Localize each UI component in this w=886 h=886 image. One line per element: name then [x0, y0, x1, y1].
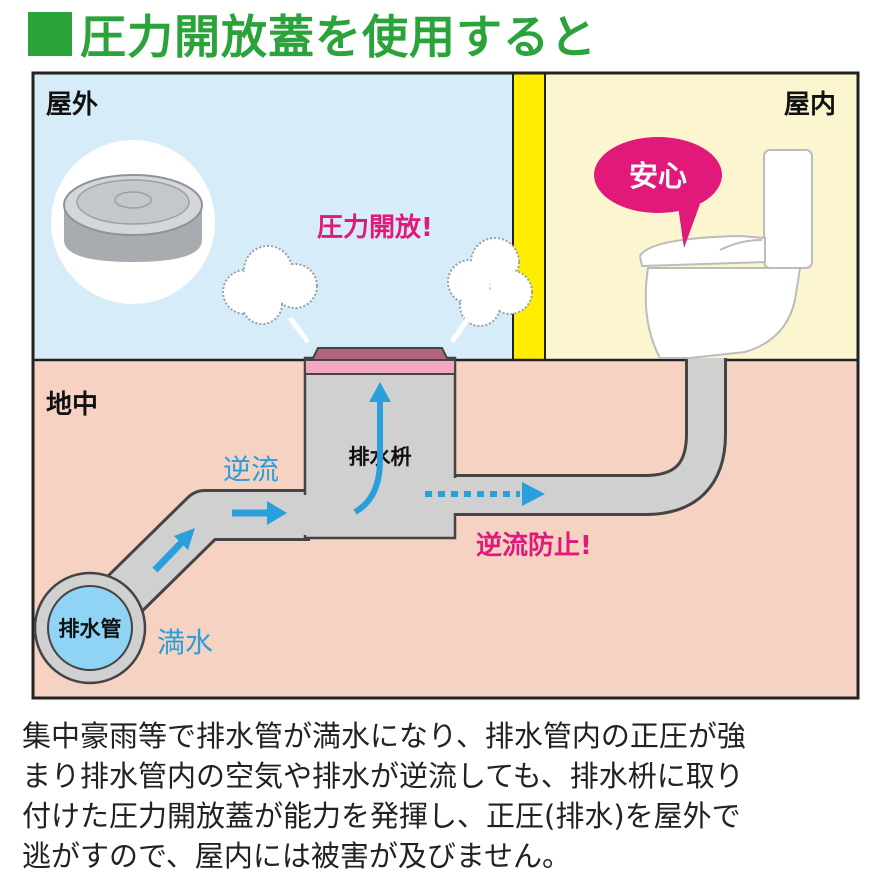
- label-full-water: 満水: [157, 626, 213, 659]
- heading-text: 圧力開放蓋を使用すると: [80, 10, 597, 64]
- label-drain-pipe: 排水管: [59, 617, 122, 641]
- label-backflow: 逆流: [223, 453, 279, 486]
- caption-line: まり排水管内の空気や排水が逆流しても、排水枡に取り: [22, 759, 744, 793]
- arrow-up-icon: [353, 382, 391, 515]
- flow-arrows: [152, 382, 545, 573]
- label-safe: 安心: [629, 159, 687, 193]
- label-underground: 地中: [46, 390, 98, 420]
- diagram-scene: 屋外 屋内 地中 排水枡 排水管: [31, 71, 860, 700]
- diagram-frame: [31, 71, 860, 700]
- pressure-release-lid-photo: [51, 140, 215, 304]
- heading-square-icon: [28, 12, 72, 56]
- caption-line: 逃がすので、屋内には被害が及びません。: [22, 839, 571, 873]
- speech-bubble: 安心: [594, 137, 722, 248]
- arrow-dotted-right-icon: [425, 482, 545, 506]
- label-outdoor: 屋外: [46, 90, 98, 120]
- steam-cloud-right: [447, 237, 533, 344]
- caption-line: 付けた圧力開放蓋が能力を発揮し、正圧(排水)を屋外で: [22, 799, 741, 833]
- caption-line: 集中豪雨等で排水管が満水になり、排水管内の正圧が強: [22, 719, 746, 753]
- page-heading: 圧力開放蓋を使用すると: [28, 4, 597, 64]
- arrow-diagonal-icon: [152, 528, 195, 573]
- drain-pipe-cross-section: 排水管: [33, 571, 147, 685]
- arrow-right-icon: [232, 501, 287, 525]
- caption-text: 集中豪雨等で排水管が満水になり、排水管内の正圧が強 まり排水管内の空気や排水が逆…: [22, 716, 872, 876]
- pressure-release-lid: [304, 359, 456, 375]
- label-backflow-prevented: 逆流防止!: [476, 530, 592, 561]
- label-indoor: 屋内: [784, 90, 836, 120]
- house-wall: [513, 73, 545, 360]
- label-pressure-release: 圧力開放!: [317, 212, 433, 243]
- toilet: [638, 149, 813, 359]
- steam-cloud-left: [222, 245, 318, 344]
